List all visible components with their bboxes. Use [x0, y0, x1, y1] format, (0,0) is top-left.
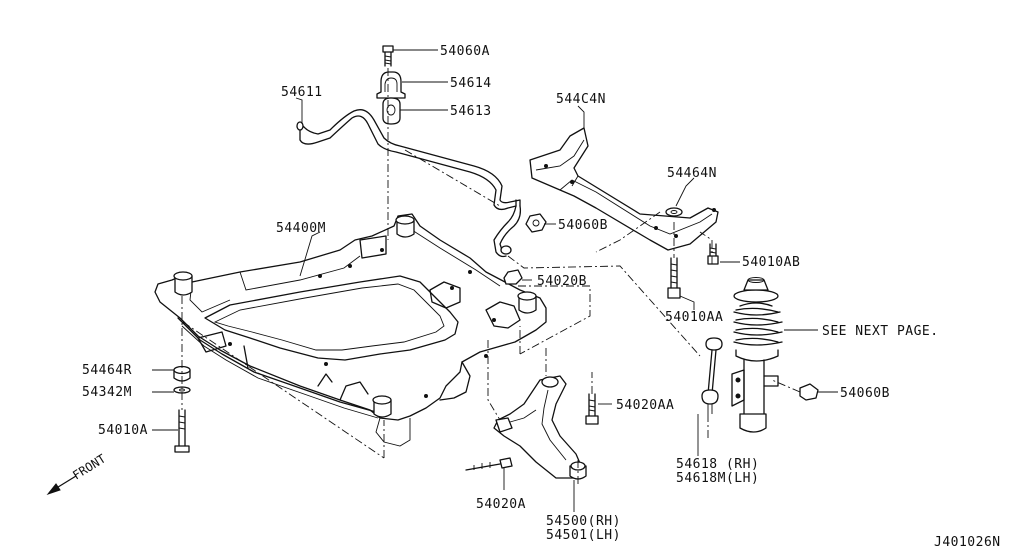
callout-54618M-lh: 54618M(LH) [676, 471, 759, 486]
callout-54500-rh: 54500(RH) [546, 514, 621, 529]
front-suspension-member [154, 213, 547, 447]
callout-labels: 54060A 54614 54613 54611 544C4N 54464N 5… [82, 44, 1001, 550]
bolt-54010AA [667, 257, 681, 299]
callout-54060A: 54060A [440, 44, 490, 59]
diagram-id: J401026N [934, 535, 1001, 550]
callout-54501-lh: 54501(LH) [546, 528, 621, 543]
nut-54020B [503, 269, 523, 285]
bolt-54010AB [707, 243, 719, 265]
nut-54060B-right [799, 383, 819, 401]
strut-assembly [731, 277, 783, 433]
front-direction-indicator: FRONT [46, 452, 108, 496]
callout-54342M: 54342M [82, 385, 132, 400]
callout-54020A: 54020A [476, 497, 526, 512]
callout-54010AA: 54010AA [665, 310, 723, 325]
bolt-54020A [465, 457, 513, 471]
callout-54614: 54614 [450, 76, 492, 91]
callout-54060B-upper: 54060B [558, 218, 608, 233]
see-next-page-note: SEE NEXT PAGE. [822, 324, 939, 339]
callout-54618-rh: 54618 (RH) [676, 457, 759, 472]
stabilizer-clamp-assembly [376, 45, 406, 240]
stabilizer-connecting-rod [701, 337, 723, 414]
callout-54060B-right: 54060B [840, 386, 890, 401]
left-mount-hardware [173, 365, 191, 453]
assembly-lines [181, 149, 801, 484]
washer-54464N [665, 207, 683, 217]
callout-54464N: 54464N [667, 166, 717, 181]
front-label: FRONT [70, 452, 108, 483]
callout-54020AA: 54020AA [616, 398, 674, 413]
leader-lines [152, 49, 838, 512]
callout-54613: 54613 [450, 104, 492, 119]
callout-54464R: 54464R [82, 363, 132, 378]
callout-54020B: 54020B [537, 274, 587, 289]
callout-54010AB: 54010AB [742, 255, 800, 270]
bolt-54020AA [585, 393, 599, 425]
callout-54611: 54611 [281, 85, 323, 100]
callout-544C4N: 544C4N [556, 92, 606, 107]
callout-54010A: 54010A [98, 423, 148, 438]
callout-54400M: 54400M [276, 221, 326, 236]
stabilizer-bar [296, 109, 522, 258]
member-stay [529, 127, 719, 251]
nut-54060B-upper [525, 213, 547, 233]
